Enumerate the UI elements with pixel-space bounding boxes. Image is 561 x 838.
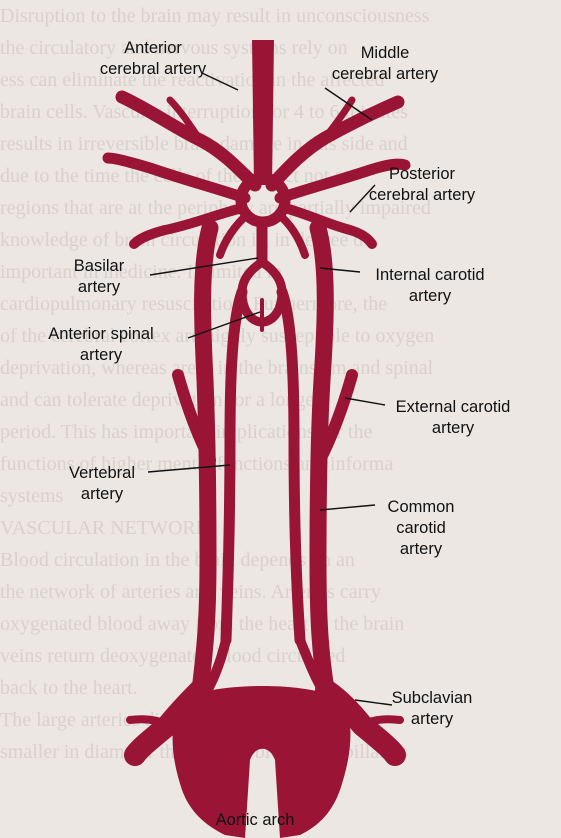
- label-internal-carotid-artery: Internal carotid artery: [375, 266, 485, 305]
- leader-external-carotid: [344, 397, 386, 406]
- label-middle-cerebral-artery: Middle cerebral artery: [331, 44, 439, 83]
- label-subclavian-artery: Subclavian artery: [391, 689, 473, 728]
- leader-internal-carotid: [319, 267, 361, 273]
- leader-anterior-spinal: [187, 311, 261, 339]
- leader-common-carotid: [319, 504, 376, 511]
- label-aortic-arch: Aortic arch: [215, 811, 295, 829]
- leader-middle-cerebral: [324, 87, 373, 121]
- aortic-arch-shape: [172, 686, 351, 838]
- label-vertebral-artery: Vertebral artery: [68, 464, 136, 503]
- external-carotid-artery-shape: [172, 369, 216, 466]
- leader-subclavian: [354, 699, 393, 706]
- anterior-cerebral-artery-shape: [115, 90, 262, 192]
- label-basilar-artery: Basilar artery: [73, 257, 125, 296]
- leader-lines: [147, 72, 393, 706]
- leader-vertebral: [147, 464, 231, 473]
- artery-shapes: [102, 40, 411, 838]
- label-anterior-cerebral-artery: Anterior cerebral artery: [99, 39, 207, 78]
- label-posterior-cerebral-artery: Posterior cerebral artery: [368, 165, 476, 204]
- label-external-carotid-artery: External carotid artery: [395, 398, 511, 437]
- leader-anterior-cerebral: [201, 72, 239, 91]
- leader-posterior-cerebral: [349, 184, 376, 213]
- label-common-carotid-artery: Common carotid artery: [387, 498, 455, 558]
- leader-basilar: [149, 257, 259, 276]
- vertebral-artery-shape: [220, 286, 248, 646]
- posterior-cerebral-artery-shape: [129, 203, 247, 249]
- top-stem: [252, 40, 274, 185]
- label-anterior-spinal-artery: Anterior spinal artery: [48, 325, 154, 364]
- middle-cerebral-artery-shape: [102, 152, 251, 204]
